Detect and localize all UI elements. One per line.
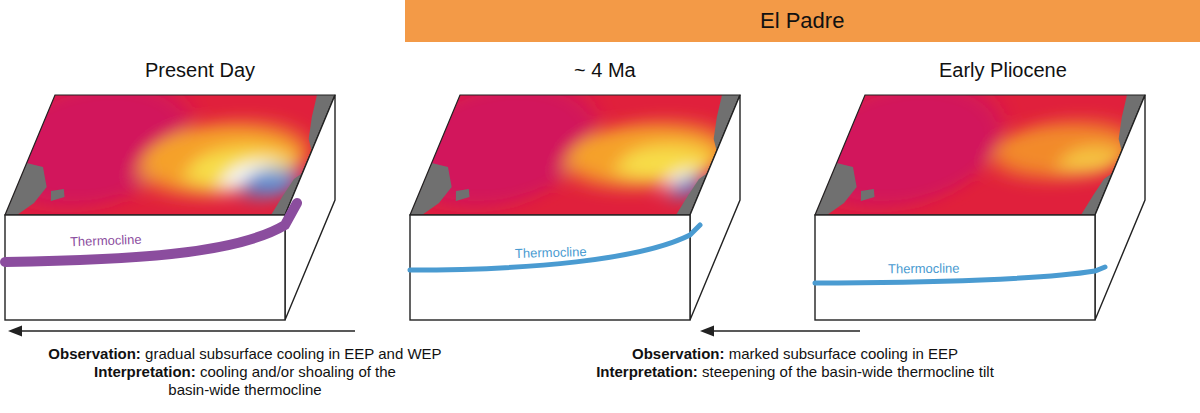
side-face (1095, 95, 1145, 320)
caption-text: gradual subsurface cooling in EEP and WE… (145, 345, 442, 362)
ocean-block: Early PlioceneThermocline (815, 95, 1150, 323)
caption-line: Observation:gradual subsurface cooling i… (15, 345, 475, 363)
land-mass (410, 163, 462, 215)
sea-surface-map (815, 95, 1145, 215)
caption-heading: Interpretation: (596, 363, 698, 380)
thermocline-label: Thermocline (515, 244, 587, 261)
top-face (815, 95, 1145, 215)
era-band-label: El Padre (760, 8, 844, 34)
thermocline-line (5, 203, 297, 262)
caption-group: Observation:marked subsurface cooling in… (565, 345, 1025, 381)
ocean-block: Present DayThermocline (5, 95, 340, 323)
caption-text: marked subsurface cooling in EEP (729, 345, 958, 362)
thermocline-line (410, 225, 700, 270)
caption-heading: Interpretation: (94, 363, 196, 380)
panel-title: Early Pliocene (939, 58, 1067, 82)
caption-line: Observation:marked subsurface cooling in… (565, 345, 1025, 363)
thermocline-label: Thermocline (888, 261, 960, 277)
caption-heading: Observation: (632, 345, 725, 362)
time-arrow (712, 330, 860, 332)
arrow-head (700, 326, 714, 337)
ocean-block: ~ 4 MaThermocline (410, 95, 745, 323)
sea-surface-map (410, 95, 740, 215)
caption-line: Interpretation:cooling and/or shoaling o… (73, 363, 418, 399)
top-face (410, 95, 740, 215)
front-face (5, 215, 285, 320)
caption-text: cooling and/or shoaling of the basin-wid… (168, 363, 396, 398)
era-band: El Padre (405, 0, 1200, 42)
side-face (690, 95, 740, 320)
thermocline-label: Thermocline (70, 232, 142, 250)
land-mass (815, 163, 867, 215)
ocean-block-drawing (815, 95, 1150, 323)
caption-heading: Observation: (48, 345, 141, 362)
sea-surface-map (5, 95, 335, 215)
land-mass (5, 163, 57, 215)
caption-line: Interpretation:steepening of the basin-w… (583, 363, 1008, 381)
front-face (815, 215, 1095, 320)
land-mass (47, 189, 68, 201)
time-arrow (20, 330, 355, 332)
thermocline-line (815, 267, 1105, 283)
panel-title: ~ 4 Ma (574, 58, 636, 82)
arrow-head (8, 326, 22, 337)
land-mass (452, 189, 473, 201)
caption-group: Observation:gradual subsurface cooling i… (15, 345, 475, 399)
land-mass (857, 189, 878, 201)
ocean-block-drawing (5, 95, 340, 323)
top-face (5, 95, 335, 215)
ocean-block-drawing (410, 95, 745, 323)
caption-text: steepening of the basin-wide thermocline… (702, 363, 994, 380)
panel-title: Present Day (145, 58, 255, 82)
